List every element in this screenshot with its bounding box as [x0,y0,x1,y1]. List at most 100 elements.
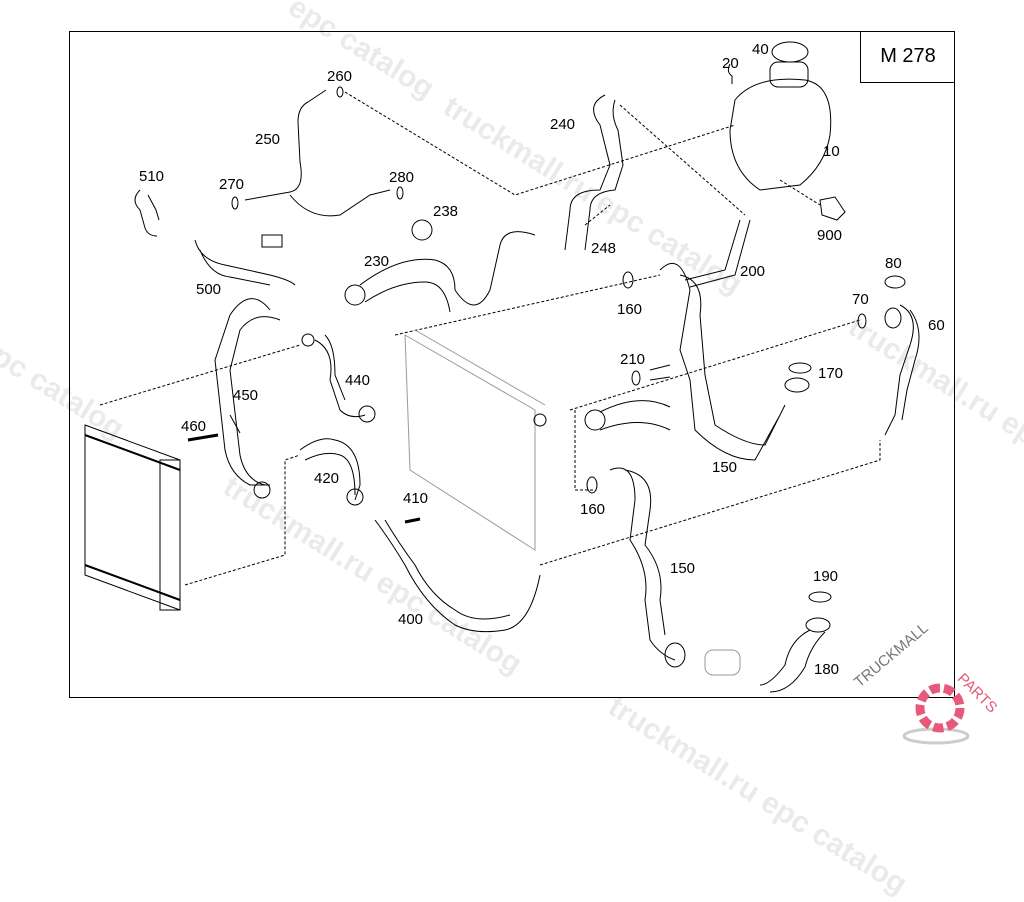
part-460-bolt [187,433,219,442]
part-label-180[interactable]: 180 [814,661,840,678]
part-label-400[interactable]: 400 [398,611,424,628]
radiator-fitting [533,413,547,427]
part-190-o-ring [808,591,832,603]
part-440-fitting-b [358,405,376,423]
part-900-sensor [819,196,846,221]
part-label-410[interactable]: 410 [403,490,429,507]
part-150-fitting [784,377,810,393]
part-230-hose [359,258,456,313]
part-label-60[interactable]: 60 [928,317,945,334]
leader-line-900 [779,179,821,206]
part-280-seal [396,186,404,200]
part-500-valve [261,234,283,248]
part-label-200[interactable]: 200 [740,263,766,280]
leader-line-160-lower [574,410,595,491]
leader-line-248 [584,204,611,226]
part-label-240[interactable]: 240 [550,116,576,133]
part-180-fitting [805,617,831,633]
part-270-seal [231,196,239,210]
part-label-80[interactable]: 80 [885,255,902,272]
part-label-150[interactable]: 150 [712,459,738,476]
part-label-900[interactable]: 900 [817,227,843,244]
radiator [404,334,536,551]
part-210-ring [631,370,641,386]
part-440-fitting [301,333,315,347]
leader-line-60 [539,440,881,566]
part-label-10[interactable]: 10 [823,143,840,160]
part-150-clamp [664,642,686,668]
part-510-bracket [134,189,160,237]
part-160-o-ring [622,271,634,289]
part-410-bolt [404,517,421,524]
part-label-510[interactable]: 510 [139,168,165,185]
part-20-clip [727,63,733,84]
part-450-fitting [253,481,271,499]
part-500-valve-hose [194,239,296,286]
part-450-hose [214,298,281,486]
truckmallparts-logo: TRUCKMALL PARTS [851,620,1024,750]
part-150-lower-hose [609,467,676,661]
part-label-190[interactable]: 190 [813,568,839,585]
part-label-280[interactable]: 280 [389,169,415,186]
part-440-hose [314,334,366,418]
part-label-160-lower[interactable]: 160 [580,501,606,518]
leader-line-450 [99,344,301,406]
part-label-440[interactable]: 440 [345,372,371,389]
leader-line-260 [344,91,736,196]
part-40-cap [771,41,809,63]
exploded-diagram [84,41,920,693]
part-210-connector [649,364,671,381]
part-label-20[interactable]: 20 [722,55,739,72]
part-60-fitting [884,307,902,329]
part-label-170[interactable]: 170 [818,365,844,382]
part-60-hose [884,304,920,436]
part-230-fitting [344,284,366,306]
leader-lines [99,91,881,586]
part-10-tank-neck [769,61,809,88]
part-80-o-ring [884,275,906,289]
part-450-bracket [229,414,241,434]
part-180-hose [759,629,826,693]
leader-line-160 [394,274,661,336]
part-238-clamp [411,219,433,241]
part-label-420[interactable]: 420 [314,470,340,487]
part-label-70[interactable]: 70 [852,291,869,308]
part-label-238[interactable]: 238 [433,203,459,220]
part-label-160[interactable]: 160 [617,301,643,318]
part-label-40[interactable]: 40 [752,41,769,58]
part-label-500[interactable]: 500 [196,281,222,298]
leader-line-420 [184,454,301,586]
heater-core-edges [84,434,181,601]
part-230-hose-b [454,231,536,306]
part-label-270[interactable]: 270 [219,176,245,193]
part-10-expansion-tank [729,78,832,191]
part-210-hose [599,400,671,431]
part-label-450[interactable]: 450 [233,387,259,404]
heater-core-tank [159,459,181,611]
radiator-top [414,329,546,406]
part-label-248[interactable]: 248 [591,240,617,257]
part-label-230[interactable]: 230 [364,253,390,270]
part-150-hose [659,262,786,461]
gear-icon [902,683,970,745]
leader-line-240 [619,104,746,216]
part-240-hose [564,94,624,251]
part-420-hose [299,438,361,501]
part-210-fitting [584,409,606,431]
part-70-o-ring [857,313,867,329]
part-label-210[interactable]: 210 [620,351,646,368]
part-200-hose [684,219,751,288]
part-400-hose [374,519,541,633]
part-250-line-b [289,189,391,217]
leader-line-70 [569,319,861,411]
part-250-line-a [244,89,327,201]
model-label: M 278 [860,31,955,83]
part-180-connector [704,649,741,676]
part-170-o-ring [788,362,812,374]
part-label-260[interactable]: 260 [327,68,353,85]
part-label-150-lower[interactable]: 150 [670,560,696,577]
part-label-250[interactable]: 250 [255,131,281,148]
part-260-seal [336,86,344,98]
diagram-frame [69,31,955,698]
part-label-460[interactable]: 460 [181,418,207,435]
